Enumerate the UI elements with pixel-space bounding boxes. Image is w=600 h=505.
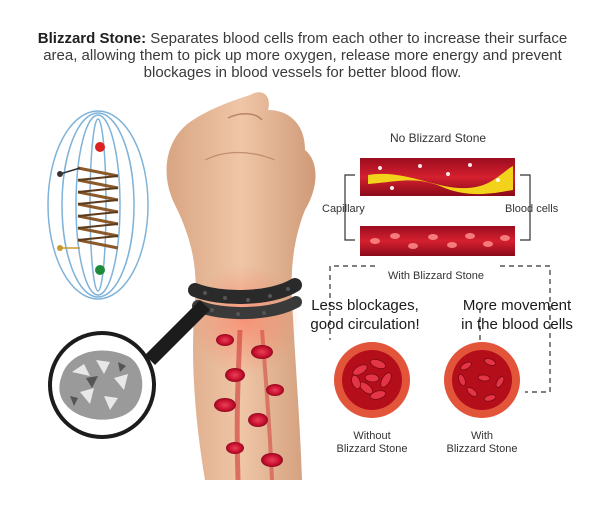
coil	[77, 166, 119, 250]
blood-cells-label: Blood cells	[505, 203, 559, 215]
forearm-blood-cells	[214, 334, 284, 467]
benefit-left: Less blockages, good circulation!	[300, 296, 430, 334]
benefit-left-line1: Less blockages,	[311, 297, 419, 314]
caption-without-line2: Blizzard Stone	[336, 443, 408, 455]
caption-without-line1: Without	[353, 430, 391, 442]
arm-illustration	[166, 92, 316, 481]
benefit-right: More movement in the blood cells	[452, 296, 582, 334]
caption-with: With Blizzard Stone	[432, 430, 532, 456]
stone-callout	[48, 300, 210, 439]
capillary-label: Capillary	[322, 203, 365, 215]
benefit-right-line2: in the blood cells	[461, 316, 573, 333]
headline: Blizzard Stone: Separates blood cells fr…	[30, 30, 575, 81]
magnetic-coil-diagram	[47, 110, 149, 300]
vessel-with-stone	[360, 226, 515, 256]
headline-text: Separates blood cells from each other to…	[43, 30, 568, 81]
caption-with-line2: Blizzard Stone	[446, 443, 518, 455]
dashed-connectors	[329, 265, 551, 393]
vessel-without-stone	[360, 158, 515, 196]
benefit-left-line2: good circulation!	[310, 316, 420, 333]
vessel-brackets	[344, 174, 531, 241]
headline-bold: Blizzard Stone:	[37, 30, 147, 47]
caption-with-line1: With	[471, 430, 493, 442]
cross-section-with	[444, 342, 520, 418]
benefit-right-line1: More movement	[462, 297, 572, 314]
cross-section-without	[334, 342, 410, 418]
caption-without: Without Blizzard Stone	[322, 430, 422, 456]
with-stone-title: With Blizzard Stone	[388, 270, 484, 282]
field-lines	[47, 110, 149, 300]
no-stone-title: No Blizzard Stone	[390, 131, 487, 145]
